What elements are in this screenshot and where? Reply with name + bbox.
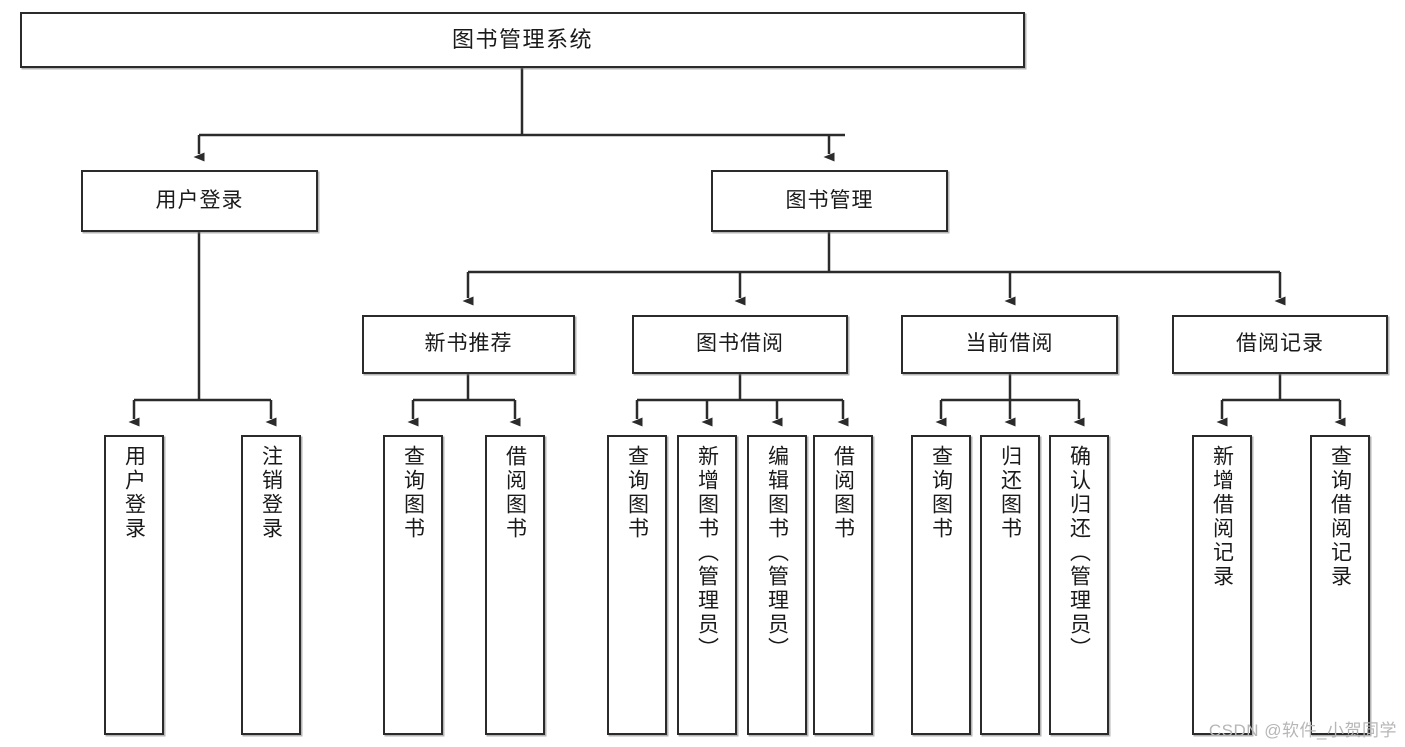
node-label: 借阅记录 [1236,332,1324,356]
leaf-current-borrow-query[interactable]: 查询图书 [911,435,971,735]
node-book-borrow[interactable]: 图书借阅 [632,315,848,374]
node-label: 用户登录 [122,445,146,541]
leaf-new-book-query[interactable]: 查询图书 [383,435,443,735]
leaf-book-borrow-add[interactable]: 新增图书（管理员） [677,435,737,735]
node-label: 查询图书 [625,445,649,541]
node-label: 注销登录 [259,445,283,541]
node-current-borrow[interactable]: 当前借阅 [901,315,1118,374]
leaf-user-login-signin[interactable]: 用户登录 [104,435,164,735]
node-user-login[interactable]: 用户登录 [81,170,318,232]
node-root-system[interactable]: 图书管理系统 [20,12,1025,68]
node-label: 图书借阅 [696,332,784,356]
node-label: 新增借阅记录 [1210,445,1234,589]
node-label: 新书推荐 [424,332,513,356]
leaf-borrow-record-add[interactable]: 新增借阅记录 [1192,435,1252,735]
csdn-watermark: CSDN @软件_小贺同学 [1208,721,1397,740]
leaf-user-login-signout[interactable]: 注销登录 [241,435,301,735]
node-new-book-recommend[interactable]: 新书推荐 [362,315,575,374]
node-label: 图书管理 [785,188,874,212]
node-label: 图书管理系统 [451,27,593,53]
node-label: 查询借阅记录 [1328,445,1352,589]
node-label: 用户登录 [155,188,244,212]
node-label: 查询图书 [401,445,425,541]
node-label: 编辑图书（管理员） [765,445,789,661]
node-label: 借阅图书 [503,445,527,541]
leaf-book-borrow-edit[interactable]: 编辑图书（管理员） [747,435,807,735]
node-label: 查询图书 [929,445,953,541]
node-borrow-record[interactable]: 借阅记录 [1172,315,1388,374]
node-book-management[interactable]: 图书管理 [711,170,948,232]
leaf-book-borrow-lend[interactable]: 借阅图书 [813,435,873,735]
node-label: 确认归还（管理员） [1067,445,1091,661]
leaf-new-book-borrow[interactable]: 借阅图书 [485,435,545,735]
leaf-borrow-record-query[interactable]: 查询借阅记录 [1310,435,1370,735]
node-label: 新增图书（管理员） [695,445,719,661]
leaf-book-borrow-query[interactable]: 查询图书 [607,435,667,735]
leaf-current-borrow-confirm-return[interactable]: 确认归还（管理员） [1049,435,1109,735]
node-label: 归还图书 [998,445,1022,541]
node-label: 借阅图书 [831,445,855,541]
leaf-current-borrow-return[interactable]: 归还图书 [980,435,1040,735]
node-label: 当前借阅 [965,332,1054,356]
